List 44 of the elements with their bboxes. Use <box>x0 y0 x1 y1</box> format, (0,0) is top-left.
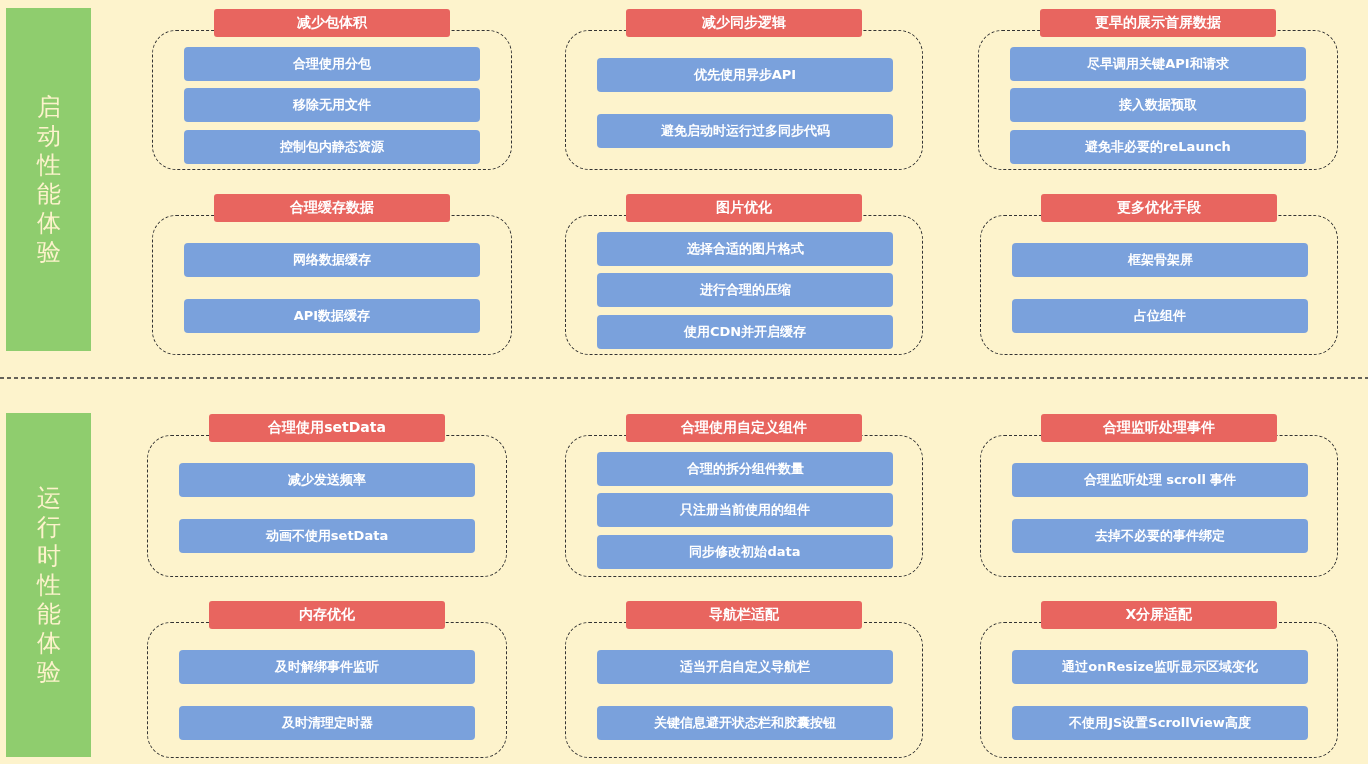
section-header: X分屏适配 <box>1041 601 1277 629</box>
item-box: 避免启动时运行过多同步代码 <box>597 114 893 148</box>
section-header: 减少同步逻辑 <box>626 9 862 37</box>
item-box: 合理使用分包 <box>184 47 480 81</box>
item-box: 移除无用文件 <box>184 88 480 122</box>
item-box: 选择合适的图片格式 <box>597 232 893 266</box>
section-header: 更早的展示首屏数据 <box>1040 9 1276 37</box>
section-header: 导航栏适配 <box>626 601 862 629</box>
item-box: 接入数据预取 <box>1010 88 1306 122</box>
category-band <box>6 8 91 351</box>
section-header: 内存优化 <box>209 601 445 629</box>
item-box: 不使用JS设置ScrollView高度 <box>1012 706 1308 740</box>
section-header: 合理使用setData <box>209 414 445 442</box>
item-box: 占位组件 <box>1012 299 1308 333</box>
item-box: 适当开启自定义导航栏 <box>597 650 893 684</box>
section-header: 图片优化 <box>626 194 862 222</box>
item-box: 进行合理的压缩 <box>597 273 893 307</box>
item-box: 尽早调用关键API和请求 <box>1010 47 1306 81</box>
item-box: 合理监听处理 scroll 事件 <box>1012 463 1308 497</box>
section-header: 合理使用自定义组件 <box>626 414 862 442</box>
section-header: 更多优化手段 <box>1041 194 1277 222</box>
section-header: 合理监听处理事件 <box>1041 414 1277 442</box>
category-label: 启动性能体验 <box>35 92 62 267</box>
item-box: API数据缓存 <box>184 299 480 333</box>
item-box: 优先使用异步API <box>597 58 893 92</box>
item-box: 避免非必要的reLaunch <box>1010 130 1306 164</box>
item-box: 及时清理定时器 <box>179 706 475 740</box>
section-header: 减少包体积 <box>214 9 450 37</box>
category-label: 运行时性能体验 <box>35 483 62 687</box>
category-band <box>6 413 91 757</box>
item-box: 通过onResize监听显示区域变化 <box>1012 650 1308 684</box>
section-header: 合理缓存数据 <box>214 194 450 222</box>
item-box: 网络数据缓存 <box>184 243 480 277</box>
item-box: 同步修改初始data <box>597 535 893 569</box>
item-box: 使用CDN并开启缓存 <box>597 315 893 349</box>
item-box: 动画不使用setData <box>179 519 475 553</box>
item-box: 控制包内静态资源 <box>184 130 480 164</box>
item-box: 合理的拆分组件数量 <box>597 452 893 486</box>
item-box: 关键信息避开状态栏和胶囊按钮 <box>597 706 893 740</box>
item-box: 去掉不必要的事件绑定 <box>1012 519 1308 553</box>
item-box: 减少发送频率 <box>179 463 475 497</box>
item-box: 框架骨架屏 <box>1012 243 1308 277</box>
item-box: 只注册当前使用的组件 <box>597 493 893 527</box>
item-box: 及时解绑事件监听 <box>179 650 475 684</box>
